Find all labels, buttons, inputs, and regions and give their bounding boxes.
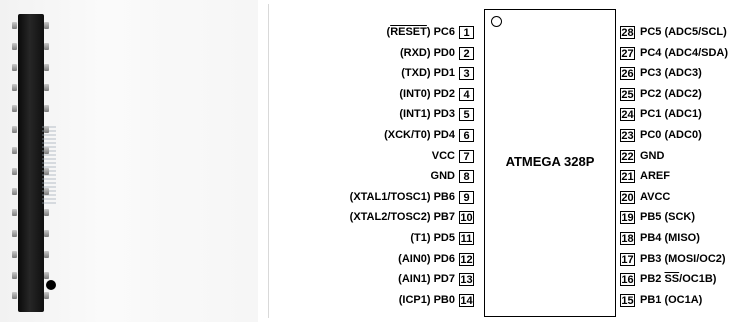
ic-body: ATMEGA 328P [484, 9, 616, 317]
pin-label-prefix: PB2 [640, 273, 665, 286]
right-pin-label: AREF [640, 170, 670, 183]
left-pin-number: 6 [459, 129, 474, 142]
right-pin-label: PB4 (MISO) [640, 232, 700, 244]
chip-photo-pin-right [44, 84, 49, 92]
chip-name: ATMEGA 328P [505, 154, 595, 169]
left-pin-label: GND [430, 170, 455, 183]
right-pin-label: PC4 (ADC4/SDA) [640, 46, 729, 59]
chip-photo-dot [46, 280, 56, 290]
chip-photo [18, 14, 56, 312]
left-pin-number: 5 [459, 108, 474, 122]
right-pin-label: PB5 (SCK) [640, 211, 696, 224]
right-pin-number: 21 [620, 170, 635, 184]
divider [268, 4, 269, 318]
chip-marking [42, 124, 56, 204]
left-pin-number: 4 [459, 87, 474, 101]
pin-label-suffix: /OC1B) [679, 273, 717, 286]
chip-photo-pin-right [44, 292, 49, 300]
right-pin-number: 27 [620, 46, 635, 60]
chip-photo-pin-left [12, 271, 17, 279]
left-pin-number: 3 [459, 67, 474, 81]
pin-label-inverted: SS [664, 273, 680, 286]
right-pin-number: 16 [620, 273, 635, 287]
left-pin-number: 10 [459, 211, 474, 225]
right-pin-number: 18 [620, 232, 635, 245]
chip-photo-pin-left [12, 126, 17, 133]
left-pin-label: (INT1) PD3 [399, 108, 455, 121]
right-pin-label: PC0 (ADC0) [640, 129, 702, 141]
chip-photo-pin-left [12, 84, 17, 92]
right-pin-number: 17 [620, 252, 635, 266]
left-pin-label: (XCK/T0) PD4 [384, 129, 455, 141]
right-pin-number: 20 [620, 190, 635, 204]
left-pin-number: 13 [459, 273, 474, 287]
pin-label-suffix: ) PC6 [426, 26, 455, 38]
right-pin-number: 15 [620, 293, 635, 307]
left-pin-label: (RESET) PC6 [387, 26, 455, 39]
left-pin-number: 1 [459, 26, 474, 39]
left-pin-label: (ICP1) PB0 [398, 293, 455, 306]
chip-photo-pin-right [44, 105, 49, 113]
left-pin-number: 11 [459, 232, 474, 245]
left-pin-label: (XTAL1/TOSC1) PB6 [349, 190, 455, 203]
chip-photo-pin-right [44, 271, 49, 279]
pin-label-inverted: RESET [390, 26, 427, 38]
left-pin-label: (INT0) PD2 [399, 87, 455, 100]
right-pin-label: PB3 (MOSI/OC2) [640, 252, 726, 265]
left-pin-label: (XTAL2/TOSC2) PB7 [349, 211, 455, 224]
left-pin-number: 12 [459, 252, 474, 266]
chip-photo-pin-right [44, 63, 49, 71]
right-pin-label: PB1 (OC1A) [640, 293, 703, 306]
chip-photo-pin-right [44, 22, 49, 29]
chip-photo-pin-left [12, 230, 17, 237]
right-pin-label: PB2 SS/OC1B) [640, 273, 716, 286]
left-pin-number: 14 [459, 293, 474, 307]
chip-photo-pin-right [44, 188, 49, 196]
pin-label-prefix: ( [386, 26, 391, 38]
left-pin-number: 8 [459, 170, 474, 184]
left-pin-label: (AIN1) PD7 [398, 273, 455, 286]
chip-photo-panel [0, 0, 258, 322]
chip-photo-pin-left [12, 188, 17, 196]
chip-photo-pin-left [12, 63, 17, 71]
right-pin-label: PC3 (ADC3) [640, 67, 702, 80]
right-pin-number: 28 [620, 26, 635, 39]
left-pin-label: (RXD) PD0 [399, 46, 455, 59]
chip-photo-pin-left [12, 292, 17, 300]
left-pin-number: 7 [459, 149, 474, 163]
right-pin-label: PC1 (ADC1) [640, 108, 702, 121]
chip-photo-pin-left [12, 22, 17, 29]
chip-photo-pin-right [44, 146, 49, 154]
left-pin-label: (T1) PD5 [410, 232, 455, 244]
right-pin-number: 24 [620, 108, 635, 122]
chip-photo-pin-left [12, 250, 17, 258]
right-pin-number: 19 [620, 211, 635, 225]
right-pin-label: GND [640, 149, 665, 162]
chip-photo-pin-right [44, 126, 49, 133]
left-pin-number: 2 [459, 46, 474, 60]
chip-photo-pin-left [12, 42, 17, 50]
chip-photo-pin-right [44, 250, 49, 258]
right-pin-number: 26 [620, 67, 635, 81]
pin1-notch-icon [491, 16, 502, 27]
chip-photo-pin-left [12, 146, 17, 154]
left-pin-label: (AIN0) PD6 [398, 252, 455, 265]
chip-photo-pin-right [44, 209, 49, 217]
right-pin-label: PC5 (ADC5/SCL) [640, 26, 727, 38]
left-pin-number: 9 [459, 190, 474, 204]
chip-photo-pin-left [12, 167, 17, 175]
chip-photo-pin-right [44, 230, 49, 237]
right-pin-number: 23 [620, 129, 635, 142]
chip-photo-pin-right [44, 42, 49, 50]
chip-photo-pin-right [44, 167, 49, 175]
left-pin-label: (TXD) PD1 [401, 67, 455, 80]
right-pin-number: 22 [620, 149, 635, 163]
right-pin-label: AVCC [640, 190, 671, 203]
left-pin-label: VCC [431, 149, 455, 162]
chip-photo-pin-left [12, 105, 17, 113]
right-pin-number: 25 [620, 87, 635, 101]
right-pin-label: PC2 (ADC2) [640, 87, 702, 100]
chip-photo-pin-left [12, 209, 17, 217]
